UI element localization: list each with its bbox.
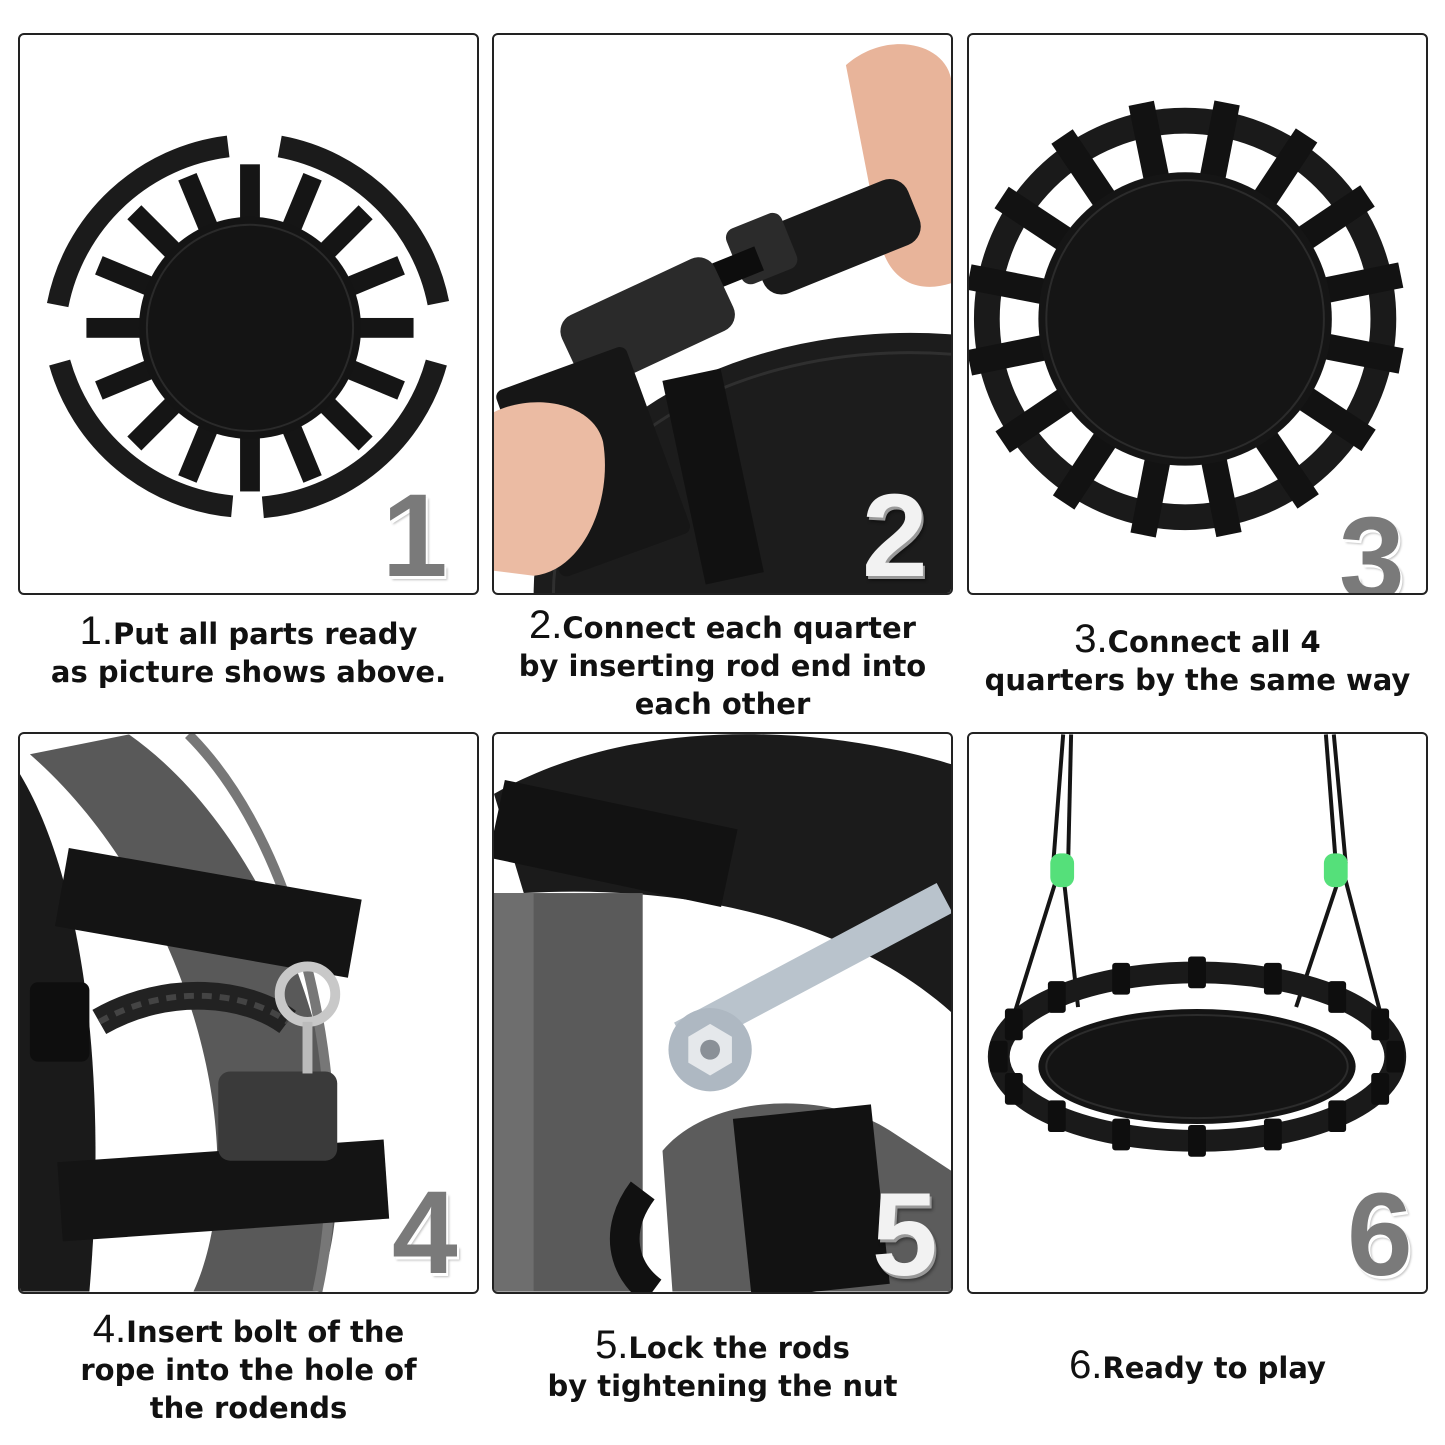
strap [278, 415, 322, 483]
strap [337, 356, 405, 400]
strap [989, 1040, 1008, 1073]
strap [1200, 452, 1242, 538]
step-number-3: 3 [1339, 493, 1405, 595]
strap [1371, 1073, 1390, 1105]
step-6-caption: 6.Ready to play [1069, 1343, 1326, 1387]
strap [1318, 262, 1404, 304]
strap [969, 264, 1052, 306]
step-3-caption: 3.Connect all 4 quarters by the same way [984, 617, 1411, 697]
strap [1293, 384, 1376, 452]
strap [1188, 956, 1206, 989]
assembled-swing-illustration [969, 100, 1404, 538]
strap [1047, 1100, 1066, 1133]
strap [1051, 129, 1119, 212]
strap [1198, 100, 1240, 186]
strap [349, 317, 414, 338]
step-6-image: 6 [967, 732, 1428, 1294]
step-number-1: 1 [382, 470, 448, 595]
step-number-4: 4 [392, 1167, 458, 1294]
step-5-image: 5 [492, 732, 953, 1294]
connecting-quarters-illustration [494, 35, 951, 593]
step-4-caption: 4.Insert bolt of the rope into the hole … [80, 1307, 417, 1425]
step-number-2: 2 [862, 470, 928, 595]
step-1-image: 1 [18, 33, 479, 595]
disassembled-swing-illustration [46, 135, 450, 519]
strap [95, 356, 163, 400]
strap [995, 385, 1078, 453]
strap [1328, 981, 1347, 1013]
step-4-image: 4 [18, 732, 479, 1294]
strap [1250, 128, 1318, 211]
strap [337, 256, 405, 300]
step-2-image: 2 [492, 33, 953, 595]
strap [240, 164, 260, 229]
step-1-caption: 1.Put all parts ready as picture shows a… [50, 609, 447, 689]
strap [86, 317, 151, 338]
strap [1112, 1118, 1131, 1151]
strap [178, 172, 222, 241]
strap [1318, 332, 1404, 374]
strap [1328, 1100, 1347, 1133]
strap [969, 333, 1052, 376]
strap [1052, 427, 1120, 510]
strap [240, 427, 260, 492]
strap [95, 256, 163, 300]
strap [1128, 100, 1171, 186]
bolt-insertion-illustration [20, 734, 477, 1292]
step-number-6: 6 [1347, 1169, 1413, 1294]
strap [1263, 962, 1282, 995]
strap [1252, 426, 1319, 509]
step-number-5: 5 [872, 1169, 938, 1294]
strap [1004, 1073, 1023, 1105]
strap [994, 186, 1077, 254]
step-3-image: 3 [967, 33, 1428, 595]
nut-tightening-illustration [494, 734, 951, 1292]
strap [1292, 185, 1375, 253]
strap [1004, 1008, 1023, 1041]
strap [1188, 1125, 1206, 1157]
strap [1112, 962, 1131, 995]
strap [1386, 1040, 1405, 1073]
strap [278, 172, 322, 241]
strap [1047, 981, 1066, 1013]
strap [1263, 1118, 1282, 1151]
strap [1371, 1008, 1390, 1041]
strap [178, 415, 222, 483]
step-5-caption: 5.Lock the rods by tightening the nut [547, 1323, 898, 1403]
step-2-caption: 2.Connect each quarter by inserting rod … [518, 603, 927, 721]
strap [1130, 452, 1172, 538]
finished-swing-illustration [969, 734, 1426, 1292]
